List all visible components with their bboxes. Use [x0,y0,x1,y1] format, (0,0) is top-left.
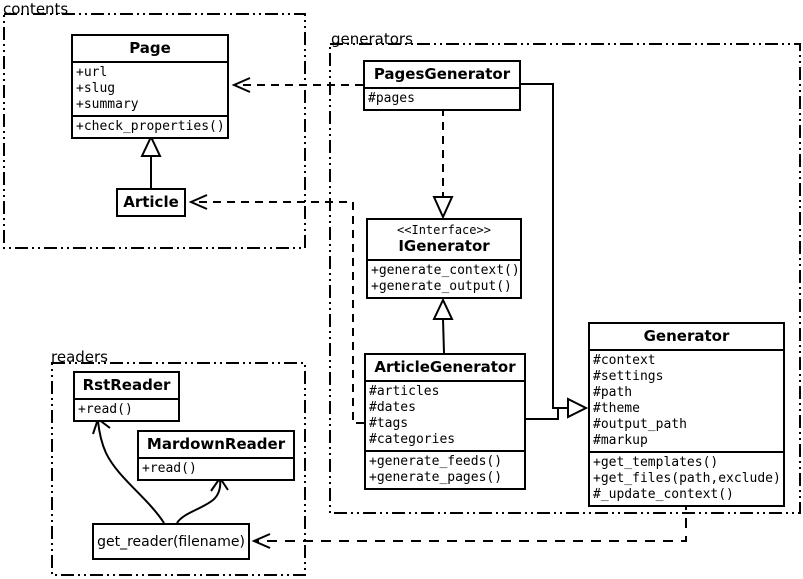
function-box-get-reader: get_reader(filename) [92,523,250,560]
method: #_update_context() [593,487,734,502]
method: +generate_context() [371,263,520,278]
method: +get_templates() [593,455,719,470]
dependency-line-articlegenerator-to-article [193,201,364,424]
method: +check_properties() [76,119,225,134]
method: +get_files(path,exclude) [593,471,781,486]
class-pagesgenerator: PagesGenerator #pages [363,60,521,111]
realization-line-articlegenerator-to-igenerator [442,318,445,354]
flow-line-getreader-to-rstreader [97,420,165,524]
class-mardownreader-methods: +read() [139,459,293,479]
attribute: #theme [593,401,640,416]
attribute: #tags [369,416,409,431]
class-rstreader: RstReader +read() [73,371,180,422]
class-generator: Generator #context #settings #path #them… [588,322,785,507]
attribute: #output_path [593,417,687,432]
class-rstreader-methods: +read() [75,400,178,420]
class-igenerator-title: IGenerator [368,237,520,261]
class-pagesgenerator-title: PagesGenerator [365,62,519,89]
realization-triangle-pagesgenerator-to-igenerator [432,196,454,220]
realization-triangle-articlegenerator-to-igenerator [432,297,454,320]
inheritance-triangle-article-to-page [140,134,162,157]
attribute: #pages [368,91,415,106]
method: +read() [78,402,133,417]
class-mardownreader: MardownReader +read() [137,430,295,481]
class-rstreader-title: RstReader [75,373,178,400]
attribute: #articles [369,384,440,399]
class-igenerator-methods: +generate_context() +generate_output() [368,261,520,297]
attribute: #settings [593,369,664,384]
package-border-readers [51,362,306,576]
method: +generate_pages() [369,470,503,485]
method: +generate_output() [371,279,512,294]
package-label-contents: contents [3,0,69,18]
attribute: #categories [369,432,456,447]
attribute: +url [76,65,108,80]
attribute: #dates [369,400,416,415]
class-generator-attributes: #context #settings #path #theme #output_… [590,351,783,453]
class-igenerator-stereotype: <<Interface>> [397,223,491,237]
dependency-arrow-generator-to-getreader [251,533,271,549]
class-page-title: Page [73,36,227,63]
function-box-label: get_reader(filename) [97,533,245,550]
inheritance-line-articlegenerator-to-generator [526,407,568,420]
class-articlegenerator-attributes: #articles #dates #tags #categories [366,382,524,452]
class-pagesgenerator-attributes: #pages [365,89,519,109]
class-generator-methods: +get_templates() +get_files(path,exclude… [590,453,783,505]
attribute: +slug [76,81,116,96]
inheritance-triangle-to-generator [567,397,589,419]
dependency-line-generator-to-getreader [256,500,687,542]
class-igenerator: <<Interface>> IGenerator +generate_conte… [366,218,522,299]
class-article-title: Article [123,193,179,211]
class-generator-title: Generator [590,324,783,351]
flow-line-getreader-to-mardownreader [176,479,222,524]
package-border-generators [329,43,801,514]
package-border-contents [3,13,306,249]
inheritance-line-pagesgenerator-to-generator [521,83,568,409]
dependency-arrow-articlegenerator-to-article [188,194,208,210]
class-article: Article [116,188,186,217]
class-mardownreader-title: MardownReader [139,432,293,459]
class-articlegenerator: ArticleGenerator #articles #dates #tags … [364,353,526,490]
dependency-arrow-pagesgenerator-to-page [231,77,251,93]
class-page-attributes: +url +slug +summary [73,63,227,117]
package-label-generators: generators [331,30,413,48]
class-page-methods: +check_properties() [73,117,227,137]
class-page: Page +url +slug +summary +check_properti… [71,34,229,139]
attribute: #context [593,353,656,368]
method: +generate_feeds() [369,454,503,469]
method: +read() [142,461,197,476]
attribute: +summary [76,97,139,112]
class-articlegenerator-methods: +generate_feeds() +generate_pages() [366,452,524,488]
class-articlegenerator-title: ArticleGenerator [366,355,524,382]
package-label-readers: readers [51,348,108,366]
attribute: #markup [593,433,648,448]
attribute: #path [593,385,633,400]
